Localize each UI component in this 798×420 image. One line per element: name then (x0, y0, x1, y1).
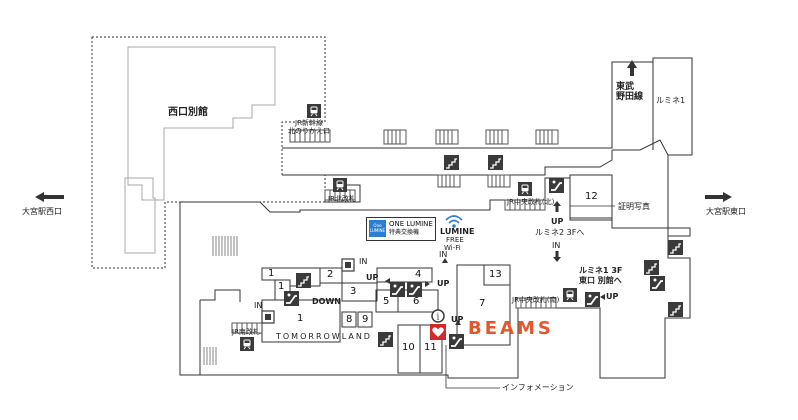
store-number: 11 (424, 342, 437, 353)
lumine1-label: ルミネ1 (656, 96, 686, 105)
stairs-icon (377, 331, 394, 348)
store-number: 2 (327, 269, 334, 280)
tomorrowland-label: TOMORROWLAND (276, 332, 372, 341)
beams-logo: BEAMS (468, 318, 554, 339)
aed-icon (430, 324, 446, 340)
store-number: 12 (585, 191, 598, 202)
escalator-icon (283, 290, 300, 307)
west-annex-label: 西口別館 (168, 107, 208, 118)
east-exit-label: 大宮駅東口 (706, 207, 746, 216)
lumine2-3f-label: ルミネ2 3Fへ (535, 228, 585, 237)
escalator-icon (448, 333, 465, 350)
stairs-icon (643, 259, 660, 276)
store-number: 7 (479, 298, 486, 309)
one-lumine-logo: One LUMINE (369, 220, 386, 237)
escalator-icon (548, 177, 565, 194)
train-icon (332, 177, 348, 193)
up-label: UP (606, 292, 619, 301)
up-label: UP (451, 315, 464, 324)
arrow-right-icon (705, 192, 732, 202)
train-icon (517, 181, 533, 197)
id-photo-label: 証明写真 (618, 202, 650, 211)
escalator-icon (406, 281, 423, 298)
lumine1-east-annex-label: ルミネ1 3F 東口 別館へ (579, 266, 623, 285)
stairs-icon (667, 301, 684, 318)
wifi-icon (445, 215, 463, 228)
up-label: UP (366, 273, 379, 282)
store-number: 1 (297, 313, 304, 324)
store-number: 3 (350, 286, 357, 297)
store-number: 13 (489, 269, 502, 280)
stairs-icon (487, 154, 504, 171)
in-label: IN (359, 257, 368, 266)
escalator-icon (389, 281, 406, 298)
jr-shinkansen-north-label: JR新幹線 北のりかえ口 (288, 119, 330, 135)
jr-south-gate-label: JR南改札 (232, 328, 260, 336)
elevator-icon (341, 258, 355, 272)
jr-central-gate-north-label: JR中央改札(北) (507, 198, 555, 206)
west-exit-label: 大宮駅西口 (22, 207, 62, 216)
train-icon (239, 336, 255, 352)
store-number: 1 (268, 268, 275, 279)
escalator-icon (584, 291, 601, 308)
jr-central-gate-south-label: JR中央改札(南) (512, 296, 560, 304)
stairs-icon (443, 154, 460, 171)
arrow-left-icon (35, 192, 64, 202)
information-label: インフォメーション (502, 383, 574, 392)
one-lumine-subtitle: 特典交換機 (389, 229, 420, 236)
wifi-lumine-label: LUMINE (440, 227, 475, 236)
tobu-line-label: 東武 野田線 (616, 82, 644, 103)
store-number: 10 (402, 342, 415, 353)
store-number: 5 (383, 296, 390, 307)
in-label: IN (552, 241, 561, 250)
elevator-icon (261, 310, 275, 324)
train-icon (562, 287, 578, 303)
svg-text:i: i (437, 313, 440, 323)
store-number: 6 (413, 296, 420, 307)
information-icon: i (431, 309, 445, 323)
wifi-wifi-label: Wi-Fi (444, 244, 461, 252)
one-lumine-kiosk: One LUMINE ONE LUMINE 特典交換機 (366, 217, 436, 241)
wifi-free-label: FREE (446, 236, 464, 244)
jr-north-gate-label: JR北改札 (328, 195, 356, 203)
stairs-icon (295, 272, 312, 289)
store-number: 8 (346, 314, 353, 325)
arrow-up-icon (627, 60, 637, 76)
train-icon (306, 103, 322, 119)
in-label: IN (254, 301, 263, 310)
store-number: 9 (362, 314, 369, 325)
store-number: 1 (278, 281, 285, 292)
stairs-icon (667, 239, 684, 256)
up-label: UP (551, 217, 564, 226)
down-label: DOWN (312, 297, 341, 306)
one-lumine-title: ONE LUMINE (389, 220, 433, 228)
store-number: 4 (415, 269, 422, 280)
escalator-icon (649, 275, 666, 292)
up-label: UP (437, 279, 450, 288)
in-label: IN (439, 250, 448, 259)
